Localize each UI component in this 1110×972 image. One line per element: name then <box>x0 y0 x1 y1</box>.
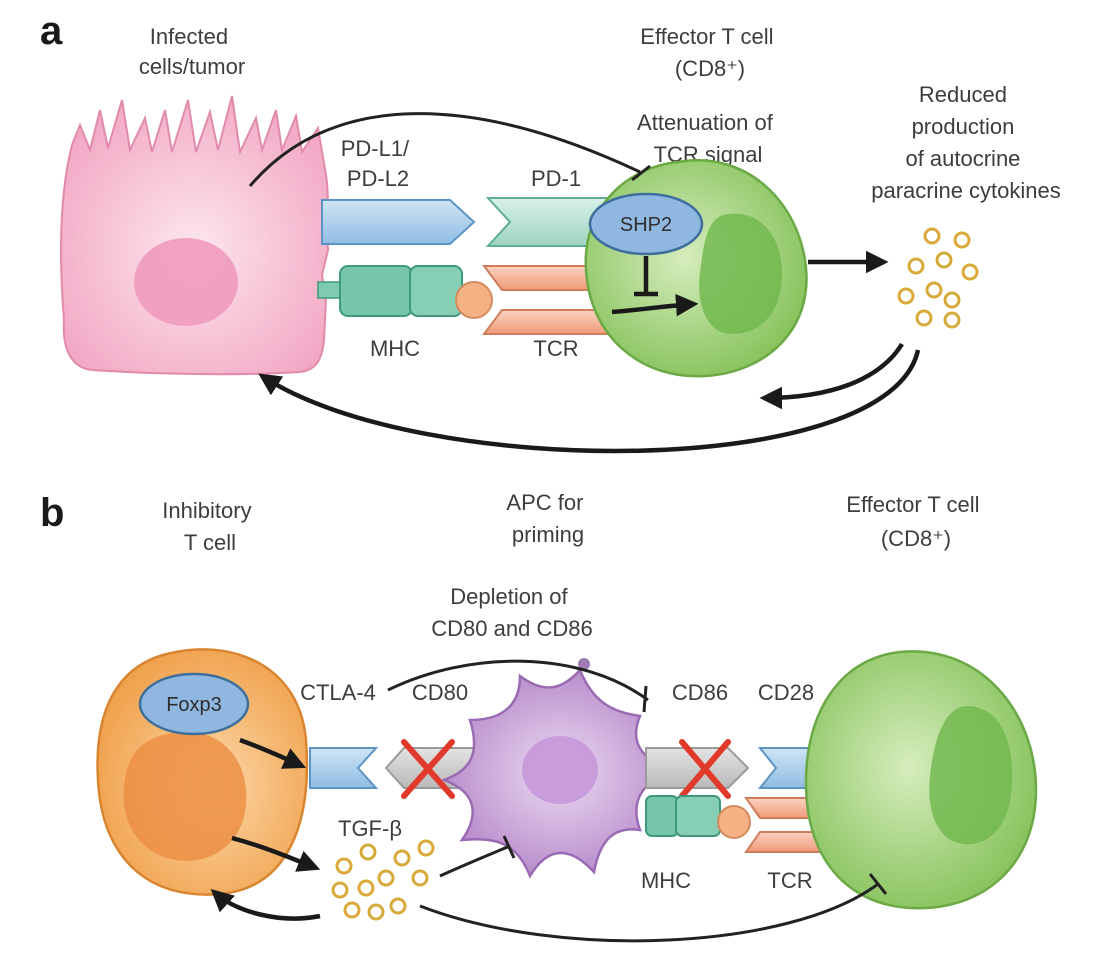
tgfb-effector-inhibition <box>419 882 879 943</box>
effector-cell-nucleus-a <box>699 213 782 335</box>
cd28-label: CD28 <box>758 680 814 705</box>
effector-t-cell-a <box>584 159 808 378</box>
tgfb-cytokine-cluster <box>331 839 435 921</box>
cytokine <box>367 903 385 921</box>
effector-cell-label-a: Effector T cell (CD8⁺) <box>640 24 779 81</box>
mhc-label-a: MHC <box>370 336 420 361</box>
depletion-label: Depletion of CD80 and CD86 <box>431 584 592 641</box>
foxp3-label: Foxp3 <box>166 694 222 716</box>
attenuation-label: Attenuation of TCR signal <box>637 110 779 167</box>
cytokine <box>923 227 941 245</box>
cytokine <box>953 231 971 249</box>
cytokine <box>331 881 349 899</box>
apc-nucleus <box>522 736 598 804</box>
depletion-arc <box>387 659 649 702</box>
effector-cell-nucleus-b <box>929 706 1013 845</box>
cytokine <box>393 849 411 867</box>
reduced-production-label: Reduced production of autocrine paracrin… <box>871 82 1061 203</box>
cd80-blocked-x <box>401 739 455 799</box>
depletion-arc-bar <box>642 685 648 713</box>
infected-cell-label: Infected cells/tumor <box>139 24 245 79</box>
cytokine <box>961 263 979 281</box>
shp2-label: SHP2 <box>620 214 672 236</box>
cytokine <box>915 309 933 327</box>
ctla4-receptor-shape <box>309 747 379 789</box>
panel-a-letter: a <box>40 9 63 53</box>
tcr-signal-arrow <box>611 293 699 317</box>
effector-cell-label-b: Effector T cell (CD8⁺) <box>846 492 985 551</box>
tcr-label-b: TCR <box>767 868 812 893</box>
cytokine <box>359 843 377 861</box>
cytokine <box>377 869 395 887</box>
cytokine <box>925 281 943 299</box>
cytokine <box>343 901 361 919</box>
tcr-complex-a <box>482 265 611 335</box>
pdl-label: PD-L1/ PD-L2 <box>341 136 416 191</box>
mhc-label-b: MHC <box>641 868 691 893</box>
to-tgfb-arrow <box>231 835 321 872</box>
cytokine <box>897 287 915 305</box>
tgfb-label: TGF-β <box>338 816 402 841</box>
pdl1-receptor-shape <box>321 199 476 245</box>
attenuation-arc <box>248 112 641 187</box>
ctla4-label: CTLA-4 <box>300 680 376 705</box>
cytokine <box>943 291 961 309</box>
cd86-blocked-x <box>679 739 731 799</box>
tgfb-apc-inhibition <box>439 844 511 878</box>
apc-dendritic-cell <box>440 658 681 879</box>
cytokine <box>935 251 953 269</box>
peptide-antigen-a <box>455 281 493 319</box>
mhc-complex-a <box>317 265 463 317</box>
effector-t-cell-b <box>804 650 1038 910</box>
foxp3-oval <box>138 672 250 736</box>
apc-label: APC for priming <box>506 490 589 547</box>
cytokine <box>411 869 429 887</box>
cytokine <box>335 857 353 875</box>
cytokine-cluster-a <box>897 227 979 329</box>
pd1-label: PD-1 <box>531 166 581 191</box>
foxp3-to-ctla4-arrow <box>239 737 307 769</box>
shp2-oval <box>588 192 704 256</box>
inhibitory-cell-nucleus <box>123 731 247 861</box>
pd1-receptor-shape <box>485 197 611 247</box>
cd86-label: CD86 <box>672 680 728 705</box>
infected-cell-nucleus <box>134 238 238 326</box>
tgfb-apc-inhibition-bar <box>502 835 516 859</box>
inhibitory-t-cell-label: Inhibitory T cell <box>162 498 257 555</box>
cytokine <box>389 897 407 915</box>
cytokine <box>417 839 435 857</box>
tgfb-effector-inhibition-bar <box>868 873 888 895</box>
cytokine <box>907 257 925 275</box>
cytokine <box>357 879 375 897</box>
tgfb-autocrine-arrow <box>210 888 321 921</box>
panel-b-letter: b <box>40 491 64 535</box>
cd80-label: CD80 <box>412 680 468 705</box>
peptide-antigen-b <box>717 805 751 839</box>
mhc-complex-b <box>645 795 721 837</box>
attenuation-arc-bar <box>631 164 651 182</box>
apc-tip-dot <box>578 658 590 670</box>
paracrine-feedback-arrow <box>258 349 921 454</box>
tcr-label-a: TCR <box>533 336 578 361</box>
cytokine <box>943 311 961 329</box>
infected-tumor-cell <box>60 95 330 376</box>
autocrine-feedback-arrow <box>759 342 904 410</box>
cd86-ligand-shape <box>645 747 750 789</box>
